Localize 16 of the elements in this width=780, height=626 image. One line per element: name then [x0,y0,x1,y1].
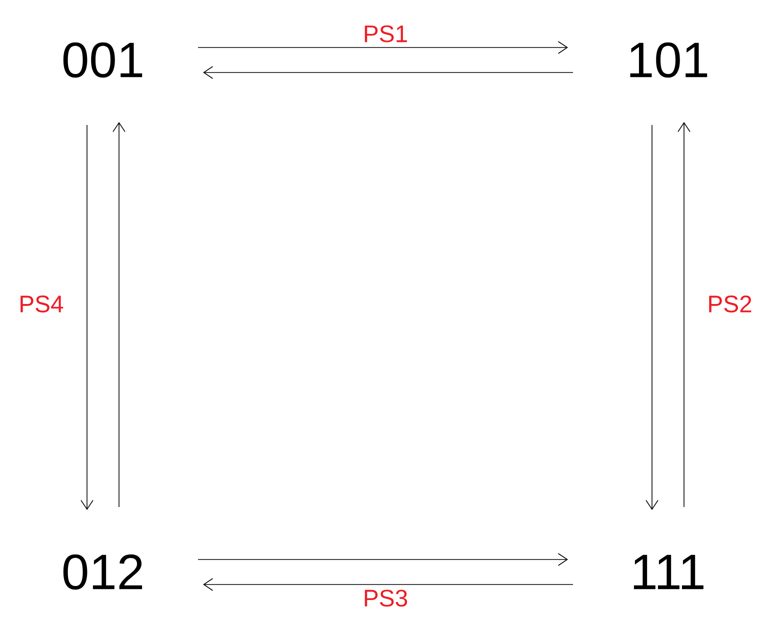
state-label: 111 [634,554,704,590]
state-label: 012 [63,554,142,590]
arrow [80,124,94,510]
arrow [198,553,568,566]
state-label: 101 [630,42,708,78]
arrow [203,66,574,79]
state-label: 001 [63,42,142,78]
arrow [203,578,574,591]
edge-label: PS1 [364,25,407,42]
edge-label: PS3 [364,590,408,607]
arrow [646,124,658,510]
edge-label: PS2 [709,296,752,312]
edge-label: PS4 [20,296,64,312]
arrow [678,122,690,508]
arrow [112,122,126,508]
arrow [198,41,568,54]
